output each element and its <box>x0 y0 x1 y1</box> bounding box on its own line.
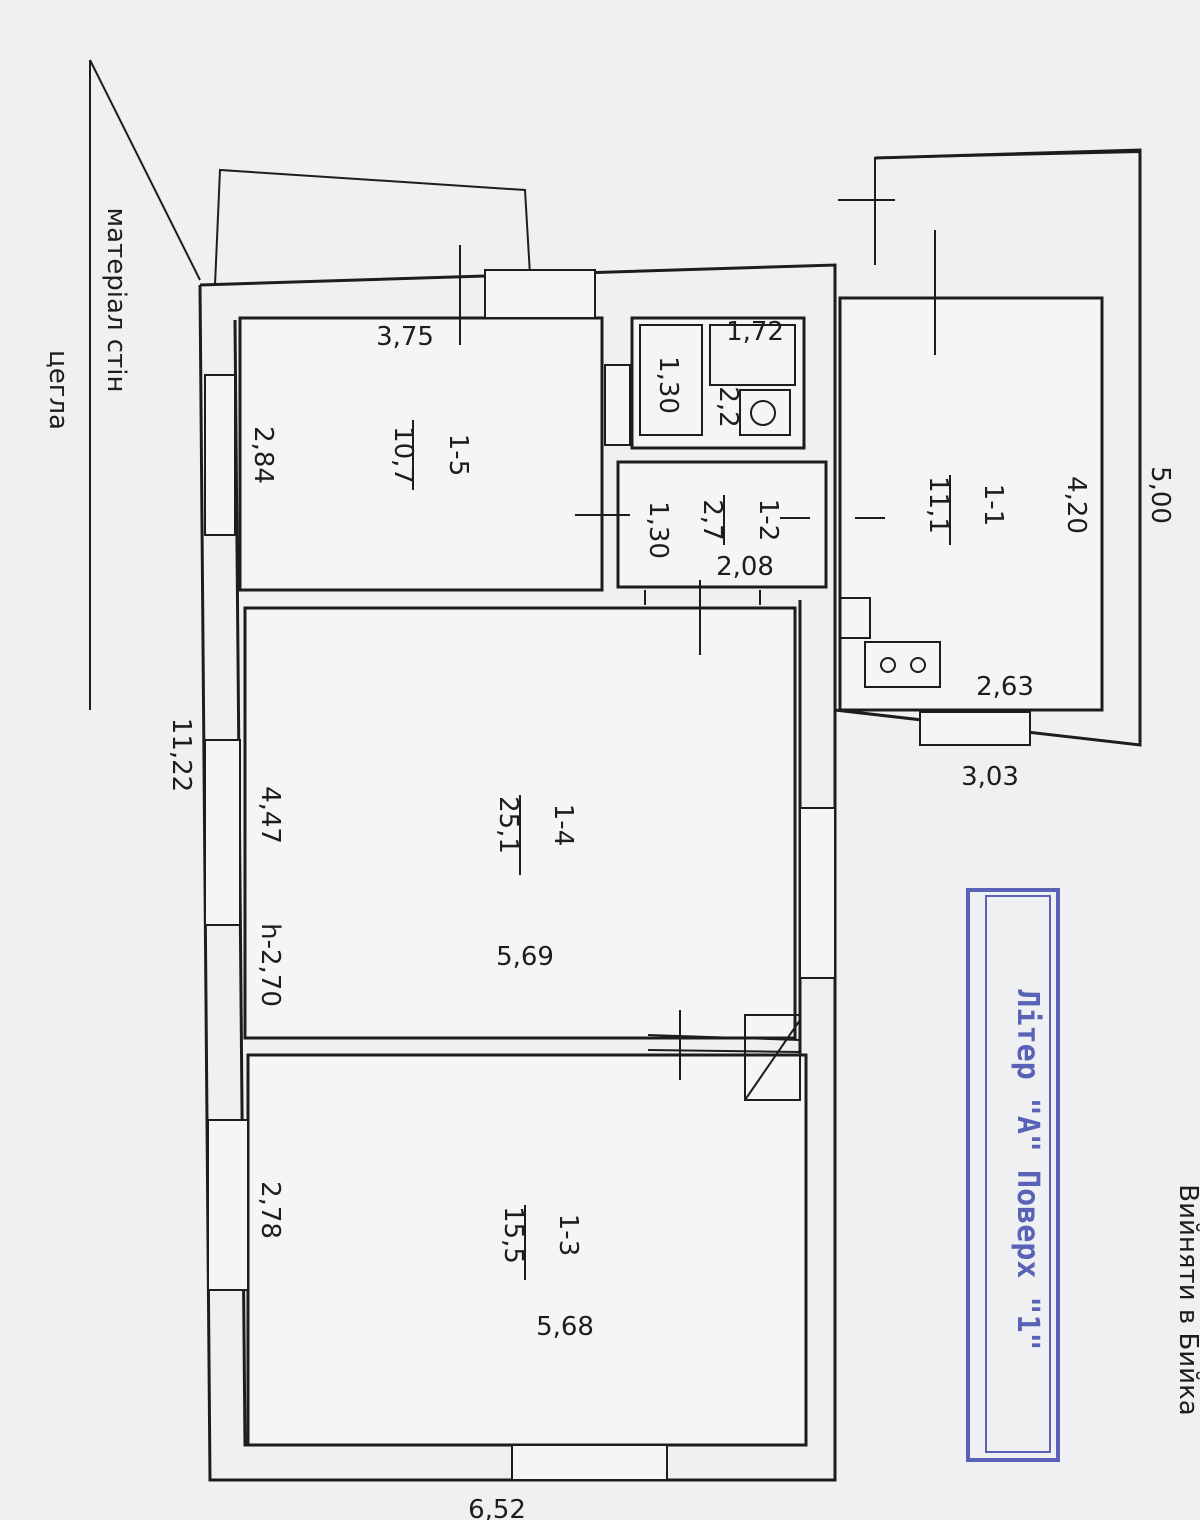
porch-left <box>214 168 531 286</box>
room-1-1-length: 4,20 <box>1061 476 1091 534</box>
ceiling-height: h-2,70 <box>255 923 285 1007</box>
stamp-text: Літер "А" Поверх "1" <box>1010 989 1045 1350</box>
bathroom-length: 1,72 <box>726 317 784 347</box>
leader-line <box>89 59 201 710</box>
room-1-3 <box>246 1053 808 1447</box>
room-1-1-id: 1-1 <box>978 484 1008 526</box>
room-1-5 <box>238 316 604 592</box>
room-1-2-width: 1,30 <box>643 501 673 559</box>
sink-icon <box>839 597 871 639</box>
overall-dimensions: 5,00 3,03 11,22 6,52 <box>166 466 1175 1520</box>
room-1-4-id: 1-4 <box>548 804 578 846</box>
windows <box>204 269 1031 1481</box>
section-lines <box>459 199 936 1080</box>
room-1-1-area: 11,1 <box>923 476 953 534</box>
doors <box>644 590 801 1101</box>
room-1-2 <box>616 460 828 589</box>
dim-total-length: 11,22 <box>166 718 196 792</box>
room-1-4-area: 25,1 <box>493 796 523 854</box>
room-1-4-length: 5,69 <box>496 942 554 972</box>
room-labels: 1-5 10,7 3,75 2,84 1-4 25,1 5,69 4,47 h-… <box>248 317 1091 1342</box>
wall-material-note: матеріал стін цегла <box>43 208 131 430</box>
room-1-5-depth: 2,84 <box>248 426 278 484</box>
room-1-3-width: 2,78 <box>255 1181 285 1239</box>
room-1-2-area: 2,7 <box>697 499 727 540</box>
dim-right-length: 5,00 <box>1145 466 1175 524</box>
room-1-4-width: 4,47 <box>255 786 285 844</box>
edge-text: Вийняти в Бийка <box>1173 1184 1200 1415</box>
room-1-1-width: 2,63 <box>976 672 1034 702</box>
room-1-5-width: 3,75 <box>376 322 434 352</box>
room-bathroom <box>630 316 806 450</box>
dim-right-width: 3,03 <box>961 762 1019 792</box>
room-1-3-id: 1-3 <box>553 1214 583 1256</box>
room-1-3-length: 5,68 <box>536 1312 594 1342</box>
room-1-2-id: 1-2 <box>753 499 783 541</box>
stamp: Літер "А" Поверх "1" <box>966 888 1060 1462</box>
porch-right <box>874 150 1141 290</box>
room-1-5-area: 10,7 <box>388 426 418 484</box>
room-1-3-area: 15,5 <box>498 1206 528 1264</box>
wall-material-value: цегла <box>43 350 73 430</box>
bathroom-area: 2,2 <box>713 386 743 427</box>
room-1-2-length: 2,08 <box>716 552 774 582</box>
bathroom-width: 1,30 <box>653 356 683 414</box>
room-1-5-id: 1-5 <box>443 434 473 476</box>
wall-material-title: матеріал стін <box>101 208 131 393</box>
dim-total-width: 6,52 <box>468 1495 526 1520</box>
bathroom-fixtures <box>639 324 796 436</box>
stove-icon <box>864 641 941 688</box>
